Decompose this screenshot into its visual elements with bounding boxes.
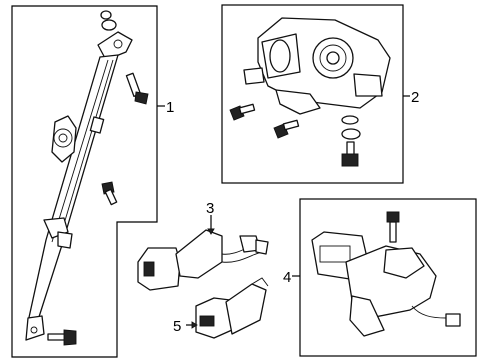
callout-1: 1: [166, 99, 174, 116]
control-module-assembly: [311, 211, 461, 337]
bolt-icon: [386, 211, 400, 243]
group-1-frame: [11, 5, 158, 358]
bolt-icon: [101, 181, 118, 206]
group-4-frame: [299, 198, 477, 357]
top-nut: [100, 10, 112, 20]
washer-icon: [341, 115, 359, 125]
retractor-motor-assembly: [229, 17, 391, 167]
top-washer: [101, 19, 117, 31]
callout-5: 5: [173, 318, 181, 335]
bolt-icon: [341, 141, 359, 167]
callout-2: 2: [411, 89, 419, 106]
bolt-icon: [125, 72, 149, 105]
bolt-icon: [47, 329, 77, 346]
bolt-icon: [229, 103, 256, 121]
callout-3: 3: [206, 200, 214, 217]
seat-belt-retractor-assembly: [25, 10, 149, 346]
bolt-icon: [273, 119, 300, 139]
group-2-frame: [221, 4, 404, 184]
callout-4: 4: [283, 269, 291, 286]
buckle-connector: [195, 277, 269, 339]
washer-icon: [341, 128, 361, 140]
buckle-harness: [137, 229, 269, 291]
